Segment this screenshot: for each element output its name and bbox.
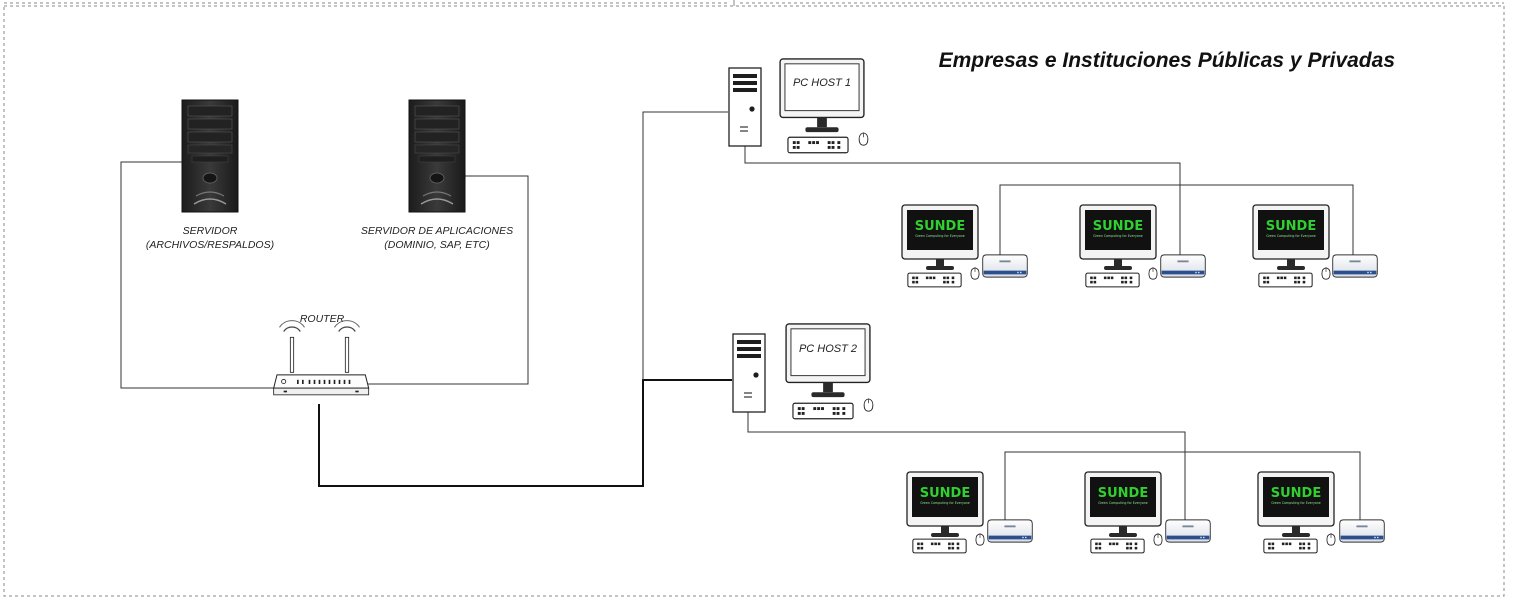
mouse-icon <box>1321 267 1331 280</box>
host-2: PC HOST 2 <box>732 323 874 420</box>
sunde-tagline: Green Computing for Everyone <box>920 501 970 505</box>
keyboard-icon <box>907 272 962 288</box>
host-1: PC HOST 1 <box>728 58 869 154</box>
mouse-icon <box>863 398 874 412</box>
terminal-screen <box>1085 210 1151 250</box>
file-server-label-line1: SERVIDOR <box>183 225 238 237</box>
mouse-icon <box>1153 533 1163 546</box>
mouse-icon <box>970 267 980 280</box>
sunde-logo-text: SUNDE <box>915 219 965 234</box>
app-server-label-line1: SERVIDOR DE APLICACIONES <box>361 225 513 237</box>
mouse-icon <box>975 533 985 546</box>
host-1-label: PC HOST 1 <box>793 77 851 89</box>
router: ROUTER <box>272 313 370 396</box>
router-label: ROUTER <box>300 313 345 325</box>
mouse-icon <box>858 132 869 146</box>
keyboard-icon <box>912 538 967 554</box>
terminal-screen <box>912 477 978 517</box>
server-tower-icon <box>181 99 239 213</box>
app-server-label-line2: (DOMINIO, SAP, ETC) <box>384 239 489 251</box>
sunde-tagline: Green Computing for Everyone <box>1266 234 1316 238</box>
sunde-tagline: Green Computing for Everyone <box>1093 234 1143 238</box>
terminal-1-1: SUNDE Green Computing for Everyone <box>901 204 1028 288</box>
keyboard-icon <box>1085 272 1140 288</box>
keyboard-icon <box>1263 538 1318 554</box>
monitor-icon <box>779 58 865 133</box>
sunde-tagline: Green Computing for Everyone <box>1271 501 1321 505</box>
terminal-screen <box>907 210 973 250</box>
app-server: SERVIDOR DE APLICACIONES (DOMINIO, SAP, … <box>361 99 513 251</box>
terminal-1-2: SUNDE Green Computing for Everyone <box>1079 204 1206 288</box>
sunde-logo-text: SUNDE <box>1271 486 1321 501</box>
thin-client-device-icon <box>1160 254 1206 278</box>
monitor-icon <box>785 323 871 398</box>
sunde-logo-text: SUNDE <box>1266 219 1316 234</box>
wire-host2-bus-branch <box>1004 451 1361 528</box>
keyboard-icon <box>1090 538 1145 554</box>
sunde-tagline: Green Computing for Everyone <box>1098 501 1148 505</box>
keyboard-icon <box>787 136 849 154</box>
desktop-tower-icon <box>728 67 762 147</box>
terminal-2-2: SUNDE Green Computing for Everyone <box>1084 471 1211 554</box>
desktop-tower-icon <box>732 333 766 413</box>
wire-app-server-router <box>367 175 529 385</box>
terminal-2-3: SUNDE Green Computing for Everyone <box>1257 471 1385 554</box>
thin-client-device-icon <box>1339 519 1385 543</box>
terminal-2-1: SUNDE Green Computing for Everyone <box>906 471 1033 554</box>
keyboard-icon <box>792 402 854 420</box>
wire-host1-bus <box>744 146 1181 264</box>
network-wiring <box>120 111 1361 528</box>
thin-client-device-icon <box>982 254 1028 278</box>
mouse-icon <box>1148 267 1158 280</box>
file-server-label-line2: (ARCHIVOS/RESPALDOS) <box>146 239 274 251</box>
sunde-logo-text: SUNDE <box>1093 219 1143 234</box>
thin-client-device-icon <box>987 519 1033 543</box>
wire-router-host1 <box>642 111 728 380</box>
sunde-tagline: Green Computing for Everyone <box>915 234 965 238</box>
mouse-icon <box>1326 533 1336 546</box>
thin-client-device-icon <box>1332 254 1378 278</box>
terminal-1-3: SUNDE Green Computing for Everyone <box>1252 204 1378 288</box>
terminal-screen <box>1263 477 1329 517</box>
wire-host1-bus-branch <box>999 184 1354 264</box>
wifi-router-icon <box>272 319 370 396</box>
wire-host2-bus <box>747 412 1186 528</box>
keyboard-icon <box>1258 272 1313 288</box>
sunde-logo-text: SUNDE <box>920 486 970 501</box>
diagram-title: Empresas e Instituciones Públicas y Priv… <box>939 49 1395 72</box>
host-2-label: PC HOST 2 <box>799 343 857 355</box>
terminal-screen <box>1258 210 1324 250</box>
sunde-logo-text: SUNDE <box>1098 486 1148 501</box>
terminal-screen <box>1090 477 1156 517</box>
server-tower-icon <box>408 99 466 213</box>
wire-file-server-router <box>120 161 277 389</box>
wire-router-host2 <box>318 379 732 487</box>
diagram-frame <box>3 5 1505 597</box>
thin-client-device-icon <box>1165 519 1211 543</box>
file-server: SERVIDOR (ARCHIVOS/RESPALDOS) <box>146 99 274 251</box>
